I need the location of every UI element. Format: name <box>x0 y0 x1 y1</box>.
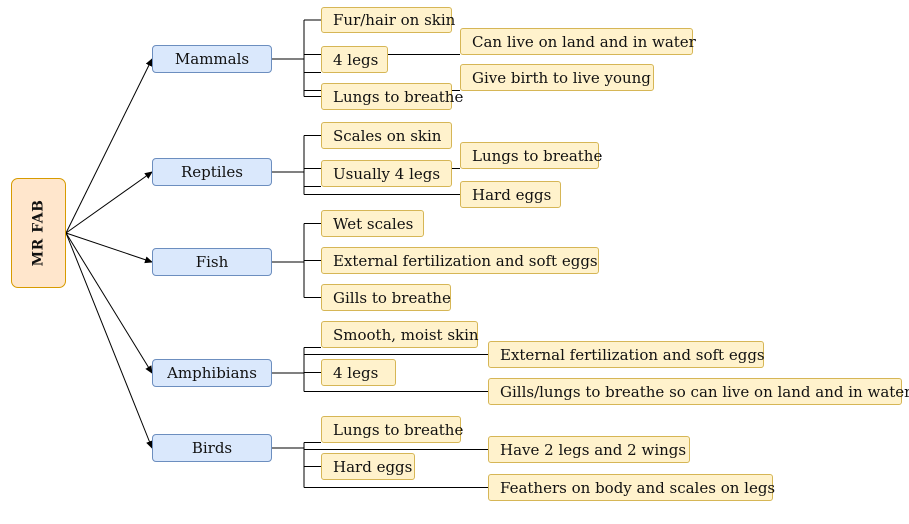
root-node: MR FAB <box>11 178 66 288</box>
category-node-mammals: Mammals <box>152 45 272 73</box>
trait-box: Lungs to breathe <box>321 83 463 110</box>
trait-text: Lungs to breathe <box>472 146 603 165</box>
trait-text: Wet scales <box>333 214 414 233</box>
root-label: MR FAB <box>30 199 47 267</box>
category-label: Fish <box>195 253 229 271</box>
trait-text: 4 legs <box>333 50 379 69</box>
trait-box: Scales on skin <box>321 122 452 149</box>
trait-text: Lungs to breathe <box>333 87 464 106</box>
arrow-to-fish <box>65 232 153 264</box>
trait-box: External fertilization and soft eggs <box>488 341 765 368</box>
trait-text: Can live on land and in water <box>472 32 696 51</box>
arrow-to-reptiles <box>65 171 153 234</box>
trait-text: External fertilization and soft eggs <box>333 251 598 270</box>
trait-box: Hard eggs <box>321 453 415 480</box>
category-label: Birds <box>191 439 233 457</box>
arrow-to-amphibians <box>65 232 153 374</box>
trait-box: Fur/hair on skin <box>321 7 456 33</box>
category-label: Mammals <box>174 50 250 68</box>
trait-text: Gills to breathe <box>333 288 451 307</box>
trait-text: External fertilization and soft eggs <box>500 345 765 364</box>
trait-box: Gills to breathe <box>321 284 451 311</box>
trait-text: Give birth to live young <box>472 68 651 87</box>
trait-box: Usually 4 legs <box>321 160 452 187</box>
category-node-fish: Fish <box>152 248 272 276</box>
category-node-reptiles: Reptiles <box>152 158 272 186</box>
trait-box: Have 2 legs and 2 wings <box>488 436 690 463</box>
trait-text: Scales on skin <box>333 126 442 145</box>
category-label: Amphibians <box>167 364 257 382</box>
trait-text: Feathers on body and scales on legs <box>500 478 776 497</box>
trait-box: Lungs to breathe <box>321 416 464 443</box>
trait-box: Lungs to breathe <box>460 142 603 169</box>
category-node-amphibians: Amphibians <box>152 359 272 387</box>
trait-box: Hard eggs <box>460 181 561 208</box>
trait-text: Usually 4 legs <box>333 164 441 183</box>
category-label: Reptiles <box>181 163 243 181</box>
trait-text: Hard eggs <box>472 185 552 204</box>
trait-box: Feathers on body and scales on legs <box>488 474 776 501</box>
trait-box: Can live on land and in water <box>460 28 696 55</box>
trait-text: Gills/lungs to breathe so can live on la… <box>500 382 909 401</box>
category-node-birds: Birds <box>152 434 272 462</box>
trait-box: Smooth, moist skin <box>321 321 479 348</box>
trait-box: Wet scales <box>321 210 424 237</box>
trait-text: Fur/hair on skin <box>333 11 456 29</box>
trait-text: Hard eggs <box>333 457 413 476</box>
trait-box: Give birth to live young <box>460 64 654 91</box>
trait-box: 4 legs <box>321 46 388 73</box>
trait-text: Smooth, moist skin <box>333 325 479 344</box>
arrow-to-birds <box>65 232 153 449</box>
trait-box: Gills/lungs to breathe so can live on la… <box>488 378 909 405</box>
trait-text: 4 legs <box>333 363 379 382</box>
arrow-to-mammals <box>65 58 153 234</box>
trait-box: 4 legs <box>321 359 396 386</box>
trait-text: Lungs to breathe <box>333 420 464 439</box>
trait-text: Have 2 legs and 2 wings <box>500 440 687 459</box>
trait-box: External fertilization and soft eggs <box>321 247 599 274</box>
